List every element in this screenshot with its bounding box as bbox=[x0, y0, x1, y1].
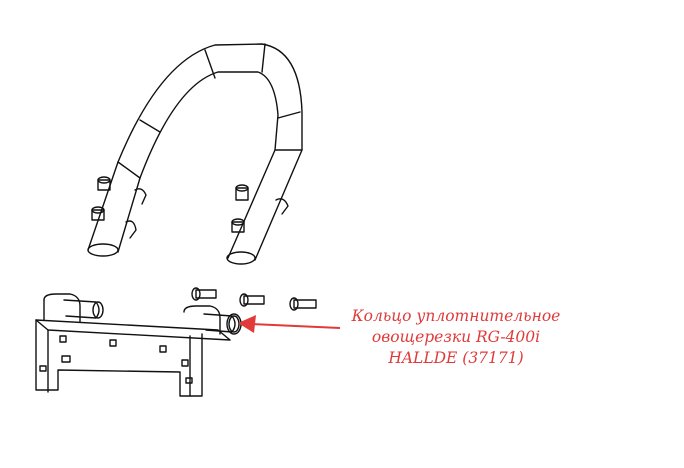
mounting-bracket bbox=[35, 293, 240, 397]
callout-label: Кольцо уплотнительное овощерезки RG-400i… bbox=[336, 306, 576, 369]
callout-arrow bbox=[238, 315, 341, 333]
pins bbox=[191, 287, 317, 311]
u-shaped-handle bbox=[87, 43, 303, 265]
callout-line-3: HALLDE (37171) bbox=[388, 349, 524, 367]
callout-line-2: овощерезки RG-400i bbox=[371, 328, 541, 346]
callout-line-1: Кольцо уплотнительное bbox=[351, 307, 561, 325]
